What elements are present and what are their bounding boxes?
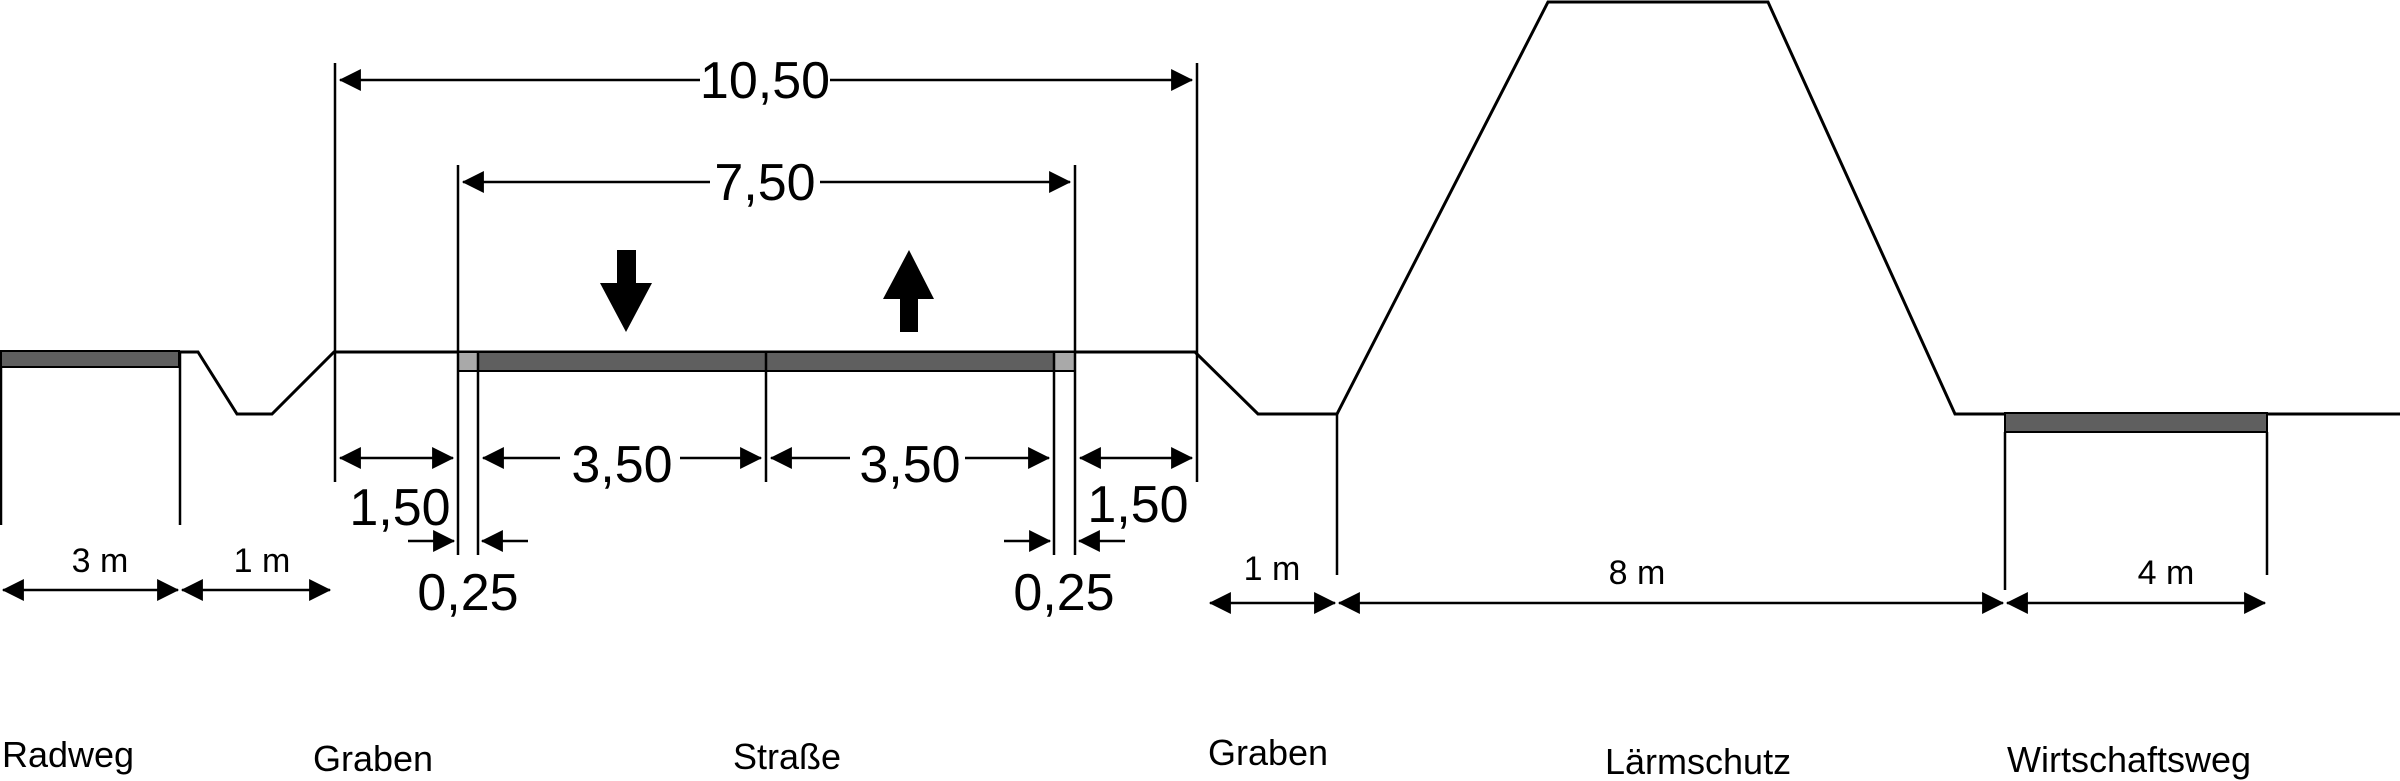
dim-laermschutz-width: 8 m: [1609, 554, 1666, 592]
edge-strip-right: [1053, 351, 1076, 372]
label-graben-left: Graben: [313, 738, 433, 779]
label-radweg: Radweg: [2, 734, 134, 775]
label-wirtschaftsweg: Wirtschaftsweg: [2007, 739, 2251, 780]
dim-lane-left: 3,50: [571, 436, 672, 494]
dim-shoulder-right: 1,50: [1087, 476, 1188, 534]
wirtschaftsweg-pavement: [2004, 412, 2268, 433]
edge-strip-left: [457, 351, 479, 372]
label-graben-right: Graben: [1208, 732, 1328, 773]
dim-graben-right-width: 1 m: [1244, 550, 1301, 588]
terrain-profile-left: [0, 0, 2400, 416]
label-strasse: Straße: [733, 736, 841, 777]
arrow-up-icon: [883, 250, 934, 332]
dim-edge-strip-right: 0,25: [1013, 564, 1114, 622]
label-laermschutz: Lärmschutz: [1605, 741, 1791, 781]
dim-wirtschaftsweg-width: 4 m: [2138, 554, 2195, 592]
dim-shoulder-left: 1,50: [349, 479, 450, 537]
dim-lane-right: 3,50: [859, 436, 960, 494]
radweg-pavement: [0, 350, 180, 368]
lane-right: [765, 351, 1055, 372]
dim-carriageway-width: 7,50: [714, 154, 815, 212]
dim-total-width: 10,50: [700, 52, 830, 110]
arrow-down-icon: [600, 250, 652, 332]
dim-radweg-width: 3 m: [72, 542, 129, 580]
lane-left: [477, 351, 767, 372]
dim-graben-left-width: 1 m: [234, 542, 291, 580]
dim-edge-strip-left: 0,25: [417, 564, 518, 622]
